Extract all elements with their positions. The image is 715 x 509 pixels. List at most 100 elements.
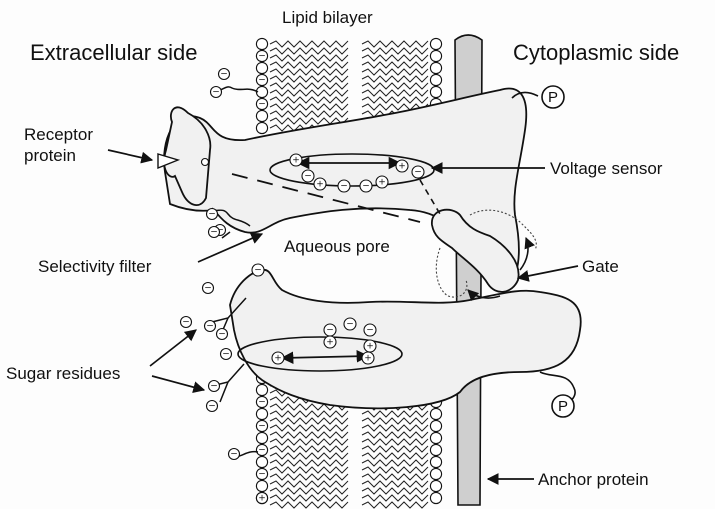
sensor-charge: − (344, 318, 356, 330)
lipid-tail (362, 97, 428, 103)
svg-text:+: + (366, 342, 374, 352)
receptor-label-line1: Receptor (24, 125, 93, 144)
lipid-head (256, 432, 267, 443)
lipid-head (430, 456, 441, 467)
sensor-charge: + (362, 352, 374, 364)
lipid-head (256, 38, 267, 49)
lipid-tail (362, 474, 428, 480)
svg-text:−: − (258, 76, 266, 86)
lipid-tail (270, 411, 348, 417)
lipid-tail (270, 418, 348, 424)
lipid-head: − (256, 444, 267, 455)
svg-text:−: − (222, 350, 230, 360)
svg-text:−: − (212, 88, 220, 98)
lipid-tail (362, 460, 428, 466)
lipid-tail (362, 90, 428, 96)
lipid-head (430, 38, 441, 49)
lipid-tail (270, 76, 348, 82)
lipid-tail (362, 488, 428, 494)
lipid-head (430, 444, 441, 455)
lipid-head: − (256, 50, 267, 61)
sensor-charge: − (360, 180, 372, 192)
svg-text:−: − (204, 284, 212, 294)
lipid-tail (362, 62, 428, 68)
lipid-tail (362, 432, 428, 438)
lipid-tail (362, 83, 428, 89)
lipid-tail (362, 467, 428, 473)
lipid-tail (270, 62, 348, 68)
sensor-charge: + (290, 154, 302, 166)
lipid-tail (362, 502, 428, 508)
sugar-charge: − (203, 283, 214, 294)
svg-text:+: + (274, 354, 282, 364)
gate-label: Gate (582, 257, 619, 276)
lipid-head (430, 432, 441, 443)
lipid-tail (270, 502, 348, 508)
lipid-tail (270, 446, 348, 452)
sugar-charge: − (209, 381, 220, 392)
pore-charge: − (252, 264, 264, 276)
lipid-tail (362, 453, 428, 459)
svg-text:−: − (218, 330, 226, 340)
receptor-arrow (108, 150, 152, 160)
lipid-head-positive: + (256, 492, 267, 503)
lipid-head (256, 62, 267, 73)
sensor-charge: + (272, 352, 284, 364)
sugar-charge: − (209, 227, 220, 238)
svg-text:−: − (210, 382, 218, 392)
sensor-charge: − (364, 324, 376, 336)
sugar-charge: − (211, 87, 222, 98)
svg-text:+: + (326, 338, 334, 348)
phosphate-label-top: P (548, 89, 558, 106)
svg-text:−: − (362, 182, 370, 192)
selectivity-filter-label: Selectivity filter (38, 257, 152, 276)
lipid-tail (270, 488, 348, 494)
svg-text:−: − (304, 172, 312, 182)
svg-text:−: − (230, 450, 238, 460)
sugar-charge: − (205, 321, 216, 332)
lipid-tail (270, 69, 348, 75)
sugar-arrow-lower (152, 376, 204, 390)
lipid-tail (270, 474, 348, 480)
lipid-tail (270, 467, 348, 473)
selectivity-filter-arrow (198, 234, 262, 262)
lipid-tail (270, 41, 348, 47)
lipid-tail (270, 432, 348, 438)
lipid-tail (362, 69, 428, 75)
lipid-head (430, 420, 441, 431)
lipid-head: − (256, 468, 267, 479)
svg-text:+: + (292, 156, 300, 166)
phosphate-label-bottom: P (558, 398, 568, 415)
gate-motion-arrow-2 (520, 238, 528, 270)
lipid-tail (270, 83, 348, 89)
lipid-head (430, 50, 441, 61)
lipid-head: − (256, 98, 267, 109)
svg-text:−: − (206, 322, 214, 332)
svg-text:−: − (208, 210, 216, 220)
lipid-head (256, 110, 267, 121)
lipid-head: − (256, 420, 267, 431)
receptor-label-line2: protein (24, 146, 76, 165)
sugar-charge: − (229, 449, 240, 460)
svg-text:−: − (208, 402, 216, 412)
sugar-charge: − (221, 349, 232, 360)
lipid-tail (270, 97, 348, 103)
sensor-charge: + (396, 160, 408, 172)
svg-text:−: − (182, 318, 190, 328)
svg-text:−: − (258, 446, 266, 456)
sensor-charge: − (338, 180, 350, 192)
lipid-head (256, 122, 267, 133)
sugar-charge: − (217, 329, 228, 340)
lipid-head (430, 86, 441, 97)
svg-text:−: − (414, 168, 422, 178)
lipid-tail (270, 481, 348, 487)
lipid-head (430, 62, 441, 73)
svg-text:−: − (258, 470, 266, 480)
sugar-residues-label: Sugar residues (6, 364, 120, 383)
sensor-charge: − (412, 166, 424, 178)
lipid-tail (270, 460, 348, 466)
sugar-arrow-upper (150, 330, 196, 366)
extracellular-label: Extracellular side (30, 40, 198, 65)
lipid-tail (362, 446, 428, 452)
